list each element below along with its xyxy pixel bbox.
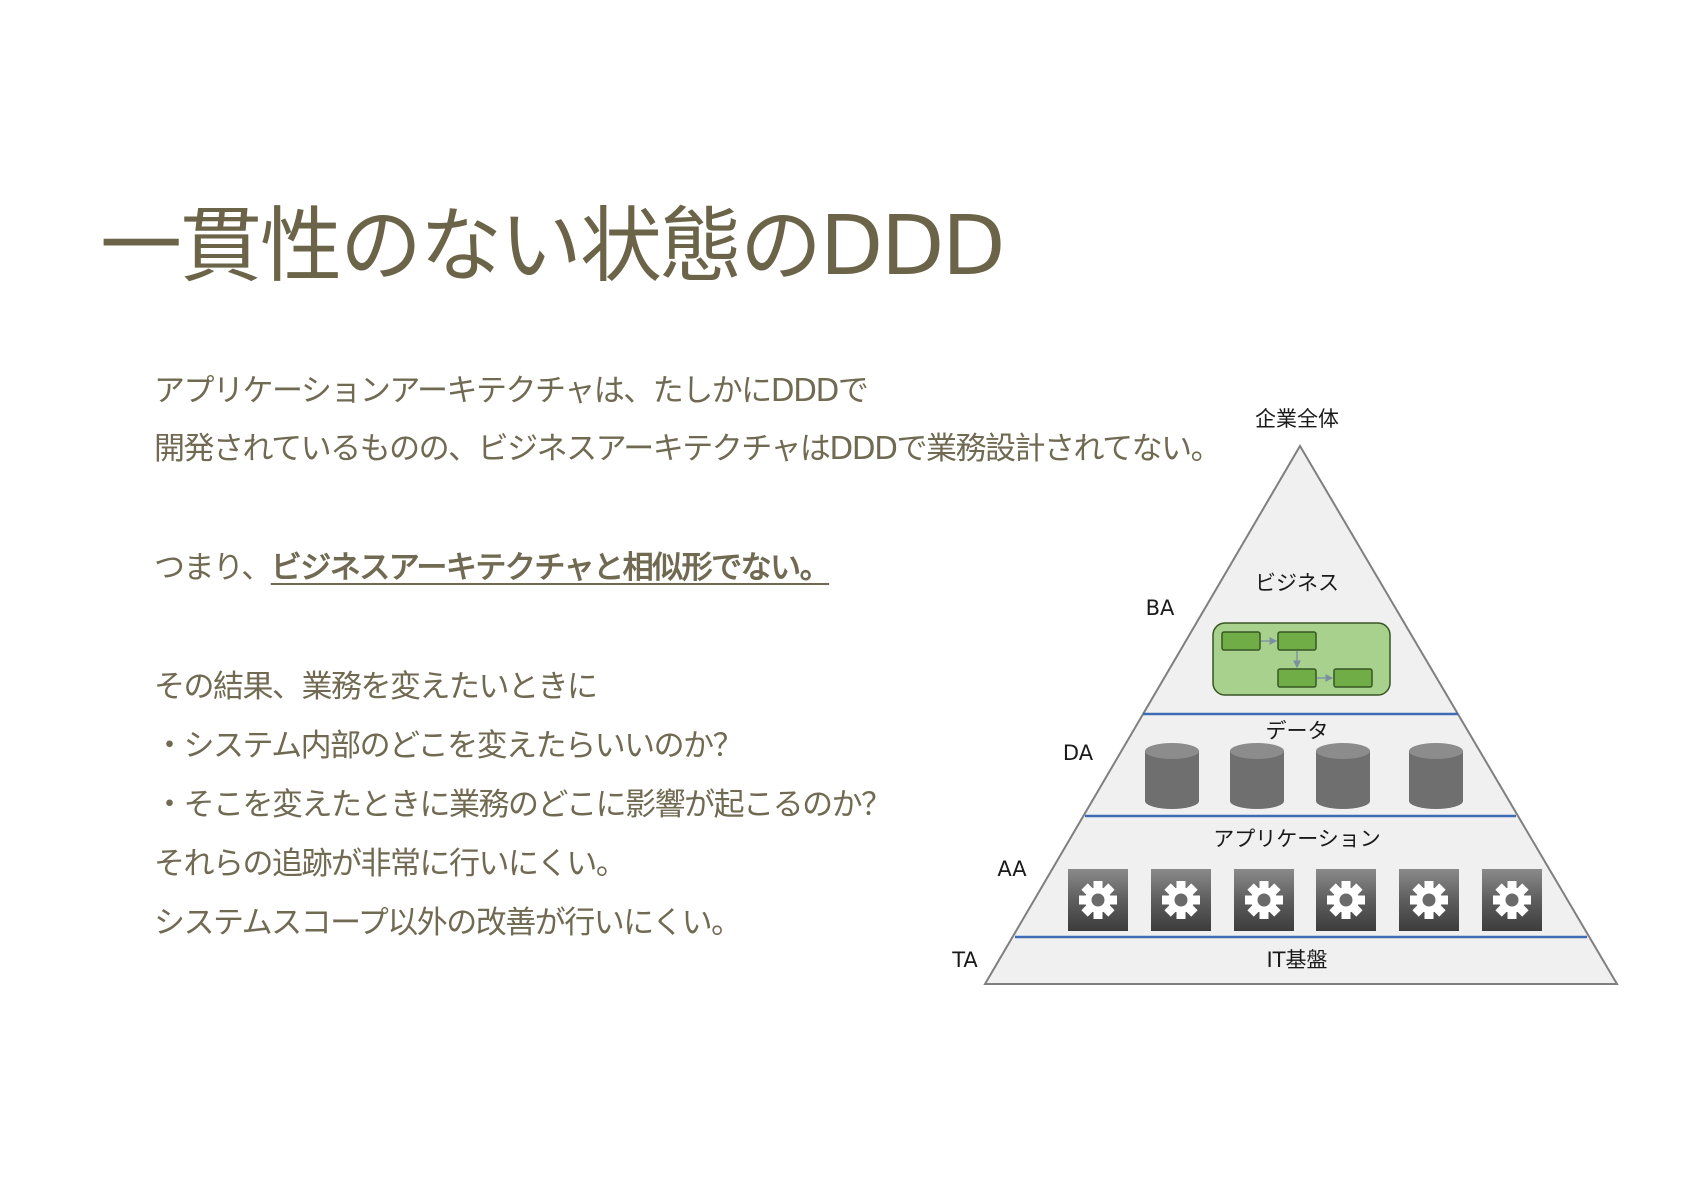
database-icon — [1316, 743, 1370, 809]
database-icon — [1145, 743, 1199, 809]
process-step — [1221, 631, 1261, 651]
process-flow-icon — [1212, 622, 1391, 696]
conclusion-prefix: つまり、 — [154, 550, 272, 586]
gear-icon — [1482, 869, 1542, 931]
gear-icon — [1068, 869, 1128, 931]
emphasized-conclusion: ビジネスアーキテクチャと相似形でない。 — [270, 550, 831, 586]
process-step — [1277, 668, 1317, 688]
layer-abbr-ta: TA — [951, 948, 978, 972]
bullet-item: ・システム内部のどこを変えたらいいのか？ — [154, 728, 744, 764]
slide-title: 一貫性のない状態のDDD — [100, 199, 1005, 294]
layer-abbr-aa: AA — [997, 857, 1027, 881]
bullet-item: ・そこを変えたときに業務のどこに影響が起こるのか？ — [154, 787, 892, 823]
database-icon — [1409, 743, 1463, 809]
body-text-line: 開発されているものの、ビジネスアーキテクチャはDDDで業務設計されてない。 — [154, 431, 1222, 467]
gear-icons — [1068, 869, 1542, 931]
layer-abbr-ba: BA — [1146, 596, 1175, 620]
database-icon — [1230, 743, 1284, 809]
gear-icon — [1399, 869, 1459, 931]
process-step — [1277, 631, 1317, 651]
gear-icon — [1234, 869, 1294, 931]
gear-icon — [1151, 869, 1211, 931]
layer-label-application: アプリケーション — [1213, 827, 1381, 851]
body-text-line: その結果、業務を変えたいときに — [154, 669, 598, 705]
body-text-line: システムスコープ以外の改善が行いにくい。 — [154, 905, 742, 941]
layer-label-business: ビジネス — [1255, 571, 1339, 595]
body-text-line: アプリケーションアーキテクチャは、たしかにDDDで — [154, 373, 869, 409]
pyramid-top-label: 企業全体 — [1255, 407, 1339, 431]
conclusion-line: つまり、ビジネスアーキテクチャと相似形でない。 — [154, 550, 831, 586]
layer-abbr-da: DA — [1063, 741, 1094, 765]
process-step — [1333, 668, 1373, 688]
layer-label-data: データ — [1266, 719, 1329, 743]
body-text-line: それらの追跡が非常に行いにくい。 — [154, 846, 627, 882]
layer-label-it-infrastructure: IT基盤 — [1266, 948, 1327, 972]
gear-icon — [1316, 869, 1376, 931]
